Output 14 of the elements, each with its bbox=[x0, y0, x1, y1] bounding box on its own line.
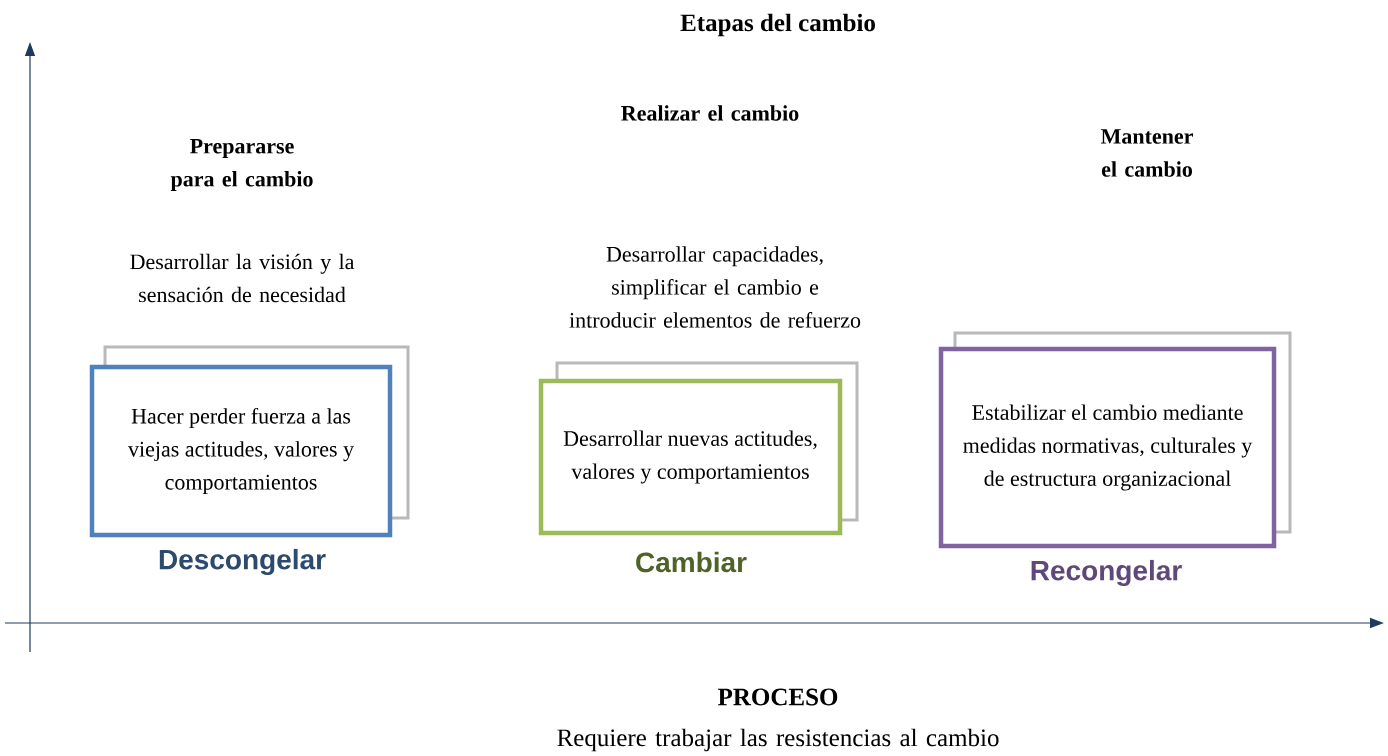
stage-heading: Mantener el cambio bbox=[1100, 129, 1193, 177]
stage-name: Descongelar bbox=[159, 548, 326, 576]
description-text: Desarrollar capacidades, simplificar el cambio e introducir elementos de refuerzo bbox=[569, 246, 861, 328]
footer-text: Requiere trabajar las resistencias al cambio bbox=[557, 728, 999, 752]
title: Etapas del cambio bbox=[680, 13, 875, 37]
stage-name: Cambiar bbox=[636, 551, 747, 573]
stage-heading: Prepararse para el cambio bbox=[170, 138, 313, 192]
process-box: Hacer perder fuerza a las viejas actitudes, valores y comportamientos bbox=[89, 364, 393, 538]
stage-name: Recongelar bbox=[1031, 559, 1182, 587]
stage-heading: Realizar el cambio bbox=[621, 105, 799, 121]
description-text: Desarrollar la visión y la sensación de necesidad bbox=[130, 253, 355, 303]
footer-heading: PROCESO bbox=[718, 688, 838, 706]
process-box: Estabilizar el cambio mediante medidas normativas, culturales y de estructura organizacional bbox=[938, 346, 1277, 549]
process-box: Desarrollar nuevas actitudes, valores y comportamientos bbox=[538, 378, 843, 536]
